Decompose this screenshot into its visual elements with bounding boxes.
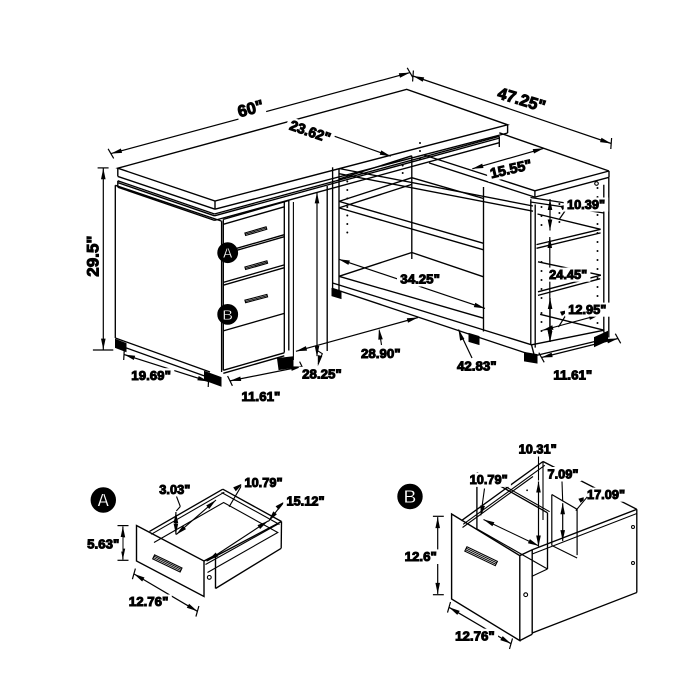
svg-text:29.5": 29.5": [84, 236, 103, 277]
svg-text:A: A: [222, 245, 233, 262]
svg-text:12.76": 12.76": [455, 628, 495, 643]
svg-text:11.61": 11.61": [553, 367, 592, 382]
svg-text:28.25": 28.25": [302, 367, 342, 382]
svg-text:B: B: [222, 307, 233, 324]
svg-text:10.79": 10.79": [470, 472, 508, 487]
svg-text:42.83": 42.83": [457, 358, 497, 373]
svg-text:15.12": 15.12": [286, 493, 324, 508]
svg-text:24.45": 24.45": [549, 267, 587, 282]
svg-text:11.61": 11.61": [241, 389, 280, 404]
svg-text:19.69": 19.69": [131, 368, 171, 383]
svg-text:5.63": 5.63": [87, 537, 119, 552]
svg-text:B: B: [404, 487, 417, 507]
svg-text:7.09": 7.09": [548, 466, 579, 481]
svg-text:12.6": 12.6": [405, 549, 437, 564]
svg-text:3.03": 3.03": [159, 482, 190, 497]
svg-text:12.76": 12.76": [129, 594, 169, 609]
svg-text:A: A: [97, 491, 110, 511]
svg-text:17.09": 17.09": [587, 487, 625, 502]
svg-text:10.79": 10.79": [244, 475, 282, 490]
svg-text:10.31": 10.31": [519, 441, 557, 456]
svg-text:34.25": 34.25": [400, 272, 440, 287]
svg-text:12.95": 12.95": [568, 302, 606, 317]
svg-text:28.90": 28.90": [361, 346, 401, 361]
svg-text:10.39": 10.39": [567, 197, 605, 212]
